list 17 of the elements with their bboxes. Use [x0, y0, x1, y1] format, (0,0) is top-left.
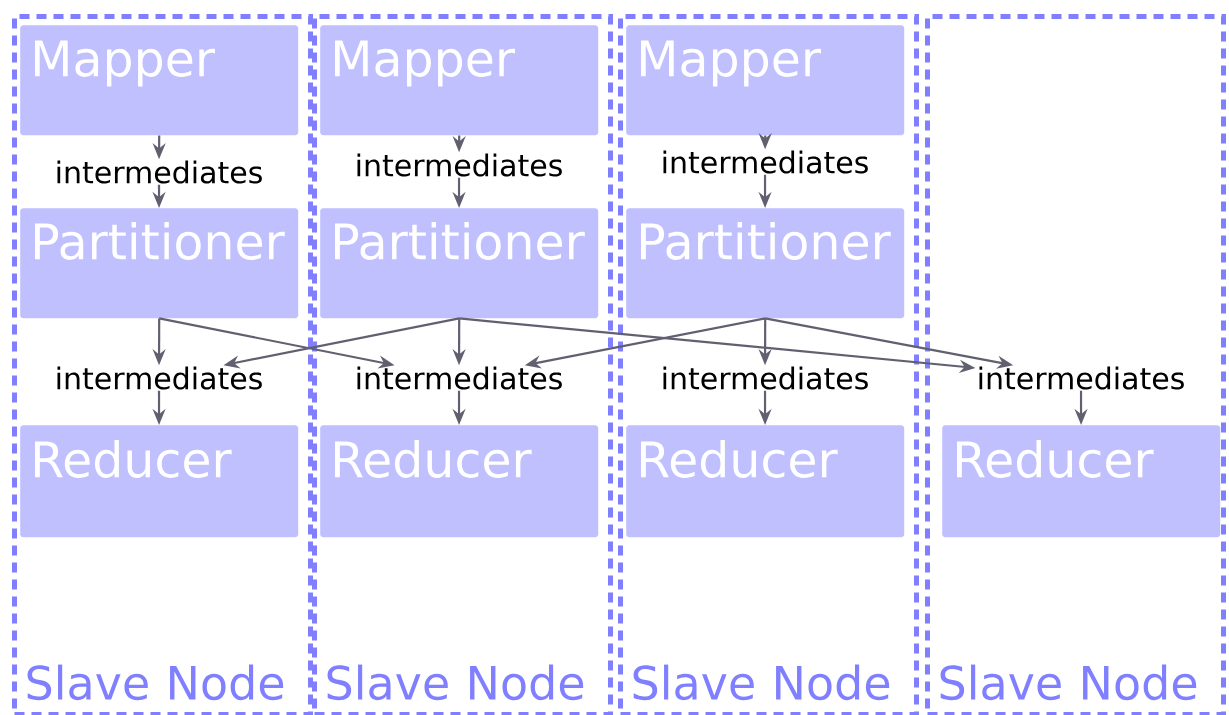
process-box: Partitioner: [626, 208, 905, 319]
process-box: Mapper: [20, 25, 299, 136]
edge-label: intermediates: [357, 153, 562, 177]
process-box: Mapper: [320, 25, 599, 136]
edge-label: intermediates: [979, 366, 1184, 390]
edge-label: intermediates: [663, 150, 868, 174]
process-box: Partitioner: [20, 208, 299, 319]
process-box: Reducer: [942, 425, 1221, 538]
process-box: Reducer: [20, 425, 299, 538]
process-box: Mapper: [626, 25, 905, 136]
edge-label: intermediates: [663, 366, 868, 390]
process-box: Reducer: [626, 425, 905, 538]
process-box: Partitioner: [320, 208, 599, 319]
process-box: Reducer: [320, 425, 599, 538]
edge-label: intermediates: [57, 366, 262, 390]
edge-label: intermediates: [357, 366, 562, 390]
edge-label: intermediates: [57, 160, 262, 184]
